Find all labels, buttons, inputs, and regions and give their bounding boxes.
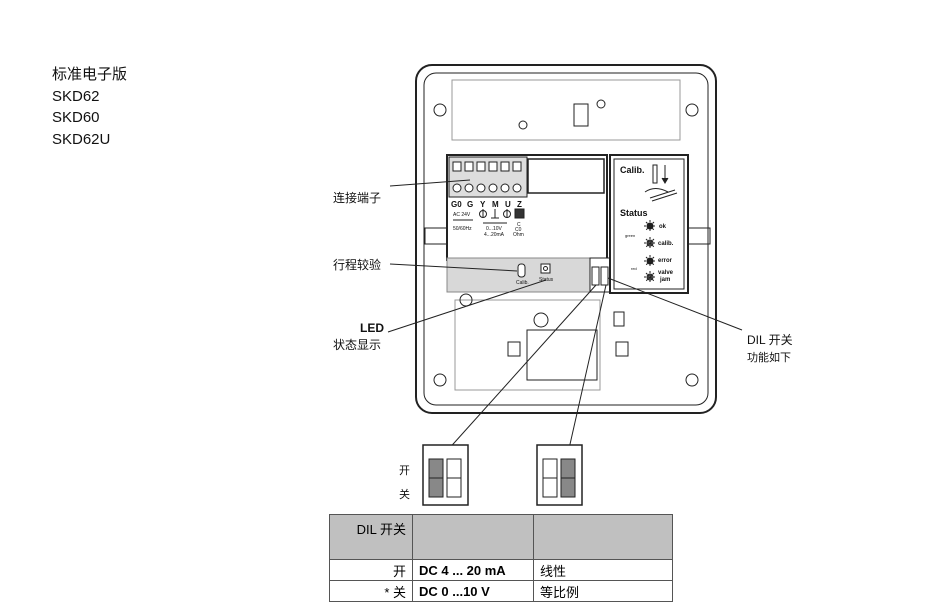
housing bbox=[415, 64, 717, 414]
model-item: SKD62 bbox=[52, 87, 100, 105]
row-signal: DC 4 ... 20 mA bbox=[412, 559, 534, 581]
terminal-label: U bbox=[505, 200, 511, 209]
led-ok: ok bbox=[659, 224, 667, 230]
terminal-label: Z bbox=[517, 200, 522, 209]
terminal-label: M bbox=[492, 200, 499, 209]
hz-label: 50/60Hz bbox=[453, 226, 472, 232]
row-position: 开 bbox=[329, 559, 413, 581]
table-header-empty bbox=[412, 514, 534, 560]
z-info: C bbox=[517, 222, 521, 228]
terminal-block bbox=[448, 156, 528, 198]
switch-on-label: 开 bbox=[399, 465, 410, 477]
led-valve: valve bbox=[658, 270, 674, 276]
callout-dil: DIL 开关 bbox=[747, 333, 793, 347]
z-info: Ohm bbox=[513, 232, 524, 238]
led-error: error bbox=[658, 258, 673, 264]
red-label: red bbox=[631, 266, 637, 271]
calibration-arrow-icon bbox=[644, 164, 678, 202]
callout-lines bbox=[387, 179, 743, 463]
z-info: C0 bbox=[515, 227, 522, 233]
dil-switch-2[interactable] bbox=[600, 266, 609, 286]
callout-terminals: 连接端子 bbox=[333, 190, 381, 205]
table-row: * 关 DC 0 ...10 V 等比例 bbox=[329, 580, 673, 602]
led-calib: calib. bbox=[658, 241, 674, 247]
ac24-label: AC 24V bbox=[453, 212, 471, 218]
status-led-label: Status bbox=[539, 277, 554, 283]
dil-table: DIL 开关 开 DC 4 ... 20 mA 线性 * 关 DC 0 ...1… bbox=[329, 514, 673, 602]
callout-dil-sub: 功能如下 bbox=[747, 350, 791, 364]
model-item: 标准电子版 bbox=[52, 66, 128, 83]
panel-calib-title: Calib. bbox=[620, 165, 645, 175]
model-list: 标准电子版 SKD62 SKD60 SKD62U bbox=[52, 64, 127, 150]
callout-led-sub: 状态显示 bbox=[333, 338, 381, 352]
signal-symbols bbox=[453, 208, 525, 224]
dil-switch-example-2 bbox=[536, 444, 583, 506]
range-volt: 0...10V bbox=[486, 226, 503, 232]
callout-led: LED bbox=[360, 321, 384, 335]
gray-strip bbox=[446, 257, 591, 293]
table-header-row: DIL 开关 bbox=[329, 514, 673, 560]
row-mode: 线性 bbox=[533, 559, 673, 581]
green-label: green bbox=[625, 233, 635, 238]
switch-off-label: 关 bbox=[399, 487, 410, 501]
range-amp: 4...20mA bbox=[484, 232, 505, 238]
row-mode: 等比例 bbox=[533, 580, 673, 602]
row-position: * 关 bbox=[329, 580, 413, 602]
panel-status-title: Status bbox=[620, 208, 648, 218]
calib-button-label: Calib. bbox=[516, 280, 529, 286]
terminal-label: Y bbox=[480, 200, 486, 209]
callout-calibration: 行程较验 bbox=[333, 257, 381, 272]
row-signal: DC 0 ...10 V bbox=[412, 580, 534, 602]
calibration-button[interactable] bbox=[517, 263, 526, 278]
table-header-empty bbox=[533, 514, 673, 560]
terminal-label: G bbox=[467, 200, 473, 209]
table-row: 开 DC 4 ... 20 mA 线性 bbox=[329, 559, 673, 581]
dil-switch-1[interactable] bbox=[591, 266, 600, 286]
dil-switch-example-1 bbox=[422, 444, 469, 506]
model-item: SKD60 bbox=[52, 109, 100, 126]
table-header: DIL 开关 bbox=[329, 514, 413, 560]
led-jam: jam bbox=[659, 277, 670, 283]
status-led bbox=[540, 263, 551, 274]
model-item: SKD62U bbox=[52, 130, 111, 148]
led-star-icons bbox=[644, 220, 656, 283]
terminal-label: G0 bbox=[451, 200, 462, 209]
board-window bbox=[527, 158, 605, 194]
